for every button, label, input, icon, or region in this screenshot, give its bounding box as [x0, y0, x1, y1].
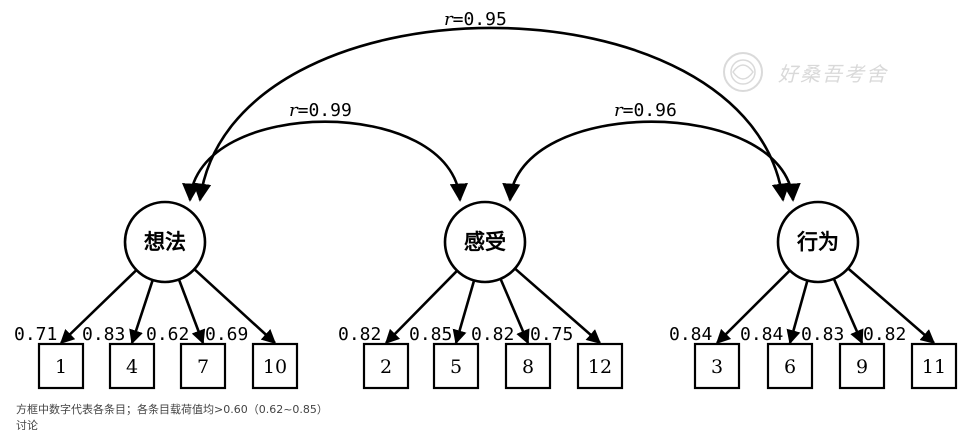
item-box-9: 9 — [838, 342, 886, 390]
item-rect — [910, 342, 958, 390]
item-box-2: 2 — [362, 342, 410, 390]
loading-value: 0.82 — [338, 324, 381, 345]
item-label: 6 — [784, 356, 796, 378]
loading-value: 0.62 — [146, 324, 189, 345]
loading-arrow-layer — [59, 267, 936, 345]
factor-node-f3: 行为 — [776, 200, 860, 284]
item-box-1: 1 — [37, 342, 85, 390]
factor-label: 感受 — [464, 230, 506, 254]
factor-circle — [443, 200, 527, 284]
item-rect — [251, 342, 299, 390]
loading-value: 0.82 — [471, 324, 514, 345]
item-label: 8 — [522, 356, 534, 378]
loading-value: 0.75 — [530, 324, 573, 345]
loading-arrow — [499, 278, 530, 345]
factor-circle — [123, 200, 207, 284]
item-label: 5 — [450, 356, 462, 378]
watermark-seal-icon — [723, 52, 763, 92]
correlation-symbol: r — [444, 9, 454, 30]
loading-arrow — [847, 267, 936, 344]
item-label: 1 — [55, 356, 67, 378]
item-box-12: 12 — [576, 342, 624, 390]
loading-value: 0.71 — [14, 324, 57, 345]
item-box-6: 6 — [766, 342, 814, 390]
loading-arrow — [452, 280, 476, 345]
correlation-value: =0.99 — [298, 100, 352, 121]
correlation-label: r=0.95 — [444, 9, 507, 30]
loading-value: 0.84 — [669, 324, 712, 345]
item-label: 2 — [380, 356, 392, 378]
item-rect — [504, 342, 552, 390]
correlation-arc-f1-f3 — [193, 26, 790, 202]
item-box-3: 3 — [693, 342, 741, 390]
correlation-value: =0.96 — [623, 100, 677, 121]
item-label: 9 — [856, 356, 868, 378]
correlation-label: r=0.96 — [614, 100, 677, 121]
loading-value: 0.82 — [863, 324, 906, 345]
item-rect — [766, 342, 814, 390]
watermark-text: 好桑吾考舍 — [778, 62, 888, 86]
loading-value: 0.83 — [801, 324, 844, 345]
loading-value: 0.85 — [409, 324, 452, 345]
correlation-arc-f1-f2 — [182, 120, 468, 202]
loading-arrow — [832, 278, 864, 345]
loading-arrow — [129, 279, 154, 345]
item-rect — [576, 342, 624, 390]
item-box-7: 7 — [179, 342, 227, 390]
item-rect — [362, 342, 410, 390]
item-rect — [838, 342, 886, 390]
item-layer: 1 4 7 10 2 5 8 12 3 6 9 11 — [37, 342, 958, 390]
loading-value: 0.69 — [205, 324, 248, 345]
item-box-4: 4 — [108, 342, 156, 390]
loading-label-layer: 0.71 0.83 0.62 0.69 0.82 0.85 0.82 0.75 0.84 0.84… — [14, 324, 906, 345]
factor-node-f2: 感受 — [443, 200, 527, 284]
factor-layer: 想法 感受 行为 — [123, 200, 860, 284]
item-label: 4 — [126, 356, 138, 378]
correlation-label: r=0.99 — [289, 100, 352, 121]
factor-node-f1: 想法 — [123, 200, 207, 284]
figure-caption: 方框中数字代表各条目；各条目载荷值均>0.60（0.62~0.85） — [16, 403, 328, 416]
loading-value: 0.83 — [82, 324, 125, 345]
correlation-arc-f2-f3 — [502, 120, 801, 202]
loading-value: 0.84 — [740, 324, 783, 345]
factor-label: 行为 — [796, 230, 839, 254]
item-label: 10 — [263, 356, 287, 378]
item-rect — [108, 342, 156, 390]
item-label: 12 — [588, 356, 612, 378]
item-label: 7 — [197, 356, 209, 378]
loading-arrow — [177, 279, 206, 345]
correlation-symbol: r — [289, 100, 299, 121]
factor-label: 想法 — [144, 230, 186, 254]
item-box-8: 8 — [504, 342, 552, 390]
loading-arrow — [786, 280, 809, 345]
loading-arrow — [514, 267, 602, 344]
item-rect — [179, 342, 227, 390]
section-heading-discussion: 讨论 — [16, 419, 38, 432]
loading-arrow — [193, 268, 277, 344]
loading-arrow — [715, 269, 791, 345]
item-label: 3 — [711, 356, 723, 378]
item-rect — [693, 342, 741, 390]
correlation-symbol: r — [614, 100, 624, 121]
item-rect — [37, 342, 85, 390]
item-box-11: 11 — [910, 342, 958, 390]
item-box-10: 10 — [251, 342, 299, 390]
factor-circle — [776, 200, 860, 284]
correlation-value: =0.95 — [453, 9, 507, 30]
item-box-5: 5 — [432, 342, 480, 390]
item-rect — [432, 342, 480, 390]
loading-arrow — [59, 269, 138, 344]
loading-arrow — [384, 269, 459, 345]
item-label: 11 — [922, 356, 946, 378]
